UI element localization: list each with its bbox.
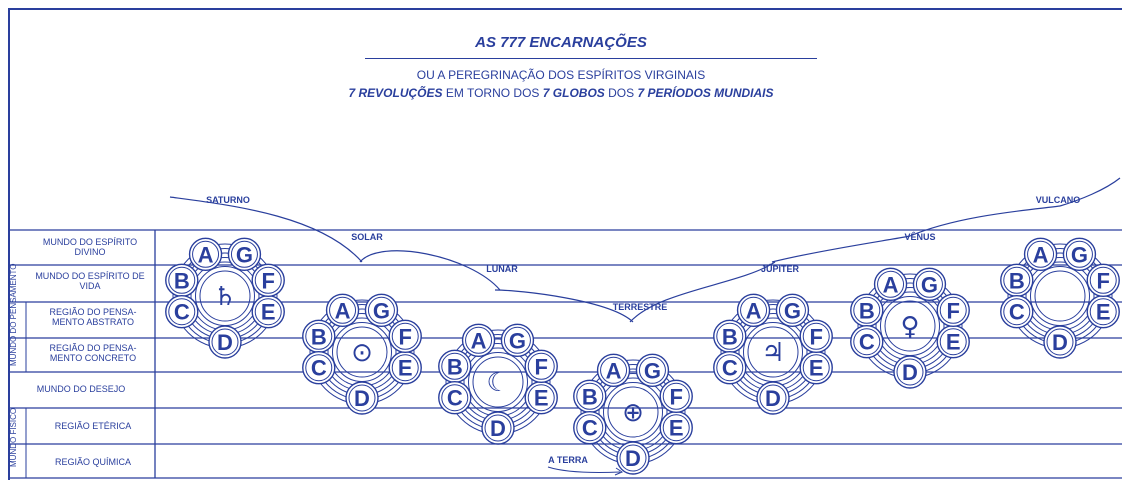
- earth-arrow: [548, 467, 620, 472]
- globe-letter-a: A: [335, 298, 351, 323]
- row-label-espirito-vida: MUNDO DO ESPÍRITO DE VIDA: [30, 271, 150, 291]
- globe-letter-b: B: [447, 354, 463, 379]
- period-label: VULCANO: [1036, 195, 1081, 205]
- group-label-pensamento: MUNDO DO PENSAMENTO: [10, 306, 18, 366]
- globe-letter-f: F: [398, 324, 411, 349]
- globe-letter-a: A: [606, 358, 622, 383]
- globe-letter-f: F: [809, 324, 822, 349]
- globe-letter-g: G: [1071, 242, 1088, 267]
- globe-letter-e: E: [669, 416, 684, 441]
- globe-letter-b: B: [311, 324, 327, 349]
- globe-letter-e: E: [398, 356, 413, 381]
- row-label-espirito-divino: MUNDO DO ESPÍRITO DIVINO: [30, 237, 150, 257]
- globe-letter-a: A: [1033, 242, 1049, 267]
- globe-letter-f: F: [534, 354, 547, 379]
- globe-letter-e: E: [1096, 300, 1111, 325]
- planet-symbol: ☾: [486, 368, 509, 398]
- globe-letter-c: C: [722, 356, 738, 381]
- planet-symbol: ⊕: [622, 398, 644, 428]
- globe-letter-c: C: [174, 300, 190, 325]
- globe-letter-g: G: [236, 242, 253, 267]
- planet-symbol: ♄: [213, 282, 236, 312]
- globe-letter-d: D: [217, 330, 233, 355]
- period-label: JÚPITER: [761, 263, 800, 274]
- globe-letter-b: B: [582, 384, 598, 409]
- globe-letter-g: G: [921, 272, 938, 297]
- globe-letter-d: D: [490, 416, 506, 441]
- globe-letter-d: D: [902, 360, 918, 385]
- globe-letter-e: E: [261, 300, 276, 325]
- globe-letter-f: F: [669, 384, 682, 409]
- period-connector: [360, 251, 500, 290]
- globe-letter-a: A: [198, 242, 214, 267]
- globe-letter-g: G: [784, 298, 801, 323]
- globe-letter-d: D: [765, 386, 781, 411]
- globe-letter-b: B: [1009, 268, 1025, 293]
- globe-letter-a: A: [471, 328, 487, 353]
- planet-symbol: ♃: [761, 338, 784, 368]
- globe-letter-e: E: [534, 386, 549, 411]
- globe-letter-f: F: [261, 268, 274, 293]
- globe-letter-e: E: [946, 330, 961, 355]
- row-label-eterica: REGIÃO ETÉRICA: [36, 421, 150, 431]
- globe-letter-b: B: [722, 324, 738, 349]
- globe-letter-c: C: [582, 416, 598, 441]
- globe-letter-d: D: [625, 446, 641, 471]
- globe-letter-g: G: [644, 358, 661, 383]
- period-connector: [772, 236, 910, 262]
- row-label-pensamento-abstrato: REGIÃO DO PENSA- MENTO ABSTRATO: [36, 307, 150, 327]
- globe-letter-d: D: [354, 386, 370, 411]
- globe-letter-f: F: [946, 298, 959, 323]
- globe-letter-c: C: [859, 330, 875, 355]
- row-label-pensamento-concreto: REGIÃO DO PENSA- MENTO CONCRETO: [36, 343, 150, 363]
- planet-symbol: ♀: [900, 312, 919, 342]
- planet-symbol: ⊙: [351, 338, 373, 368]
- globe-letter-c: C: [1009, 300, 1025, 325]
- row-label-desejo: MUNDO DO DESEJO: [10, 384, 152, 394]
- group-label-fisico: MUNDO FÍSICO: [10, 417, 18, 467]
- revolution-ring: [1026, 262, 1094, 330]
- revolution-ring: [1031, 267, 1090, 326]
- earth-label: A TERRA: [548, 455, 588, 465]
- globe-letter-g: G: [509, 328, 526, 353]
- globe-letter-a: A: [883, 272, 899, 297]
- globe-letter-g: G: [373, 298, 390, 323]
- globe-letter-c: C: [311, 356, 327, 381]
- globe-letter-b: B: [859, 298, 875, 323]
- period-label: LUNAR: [486, 264, 518, 274]
- globe-letter-a: A: [746, 298, 762, 323]
- globe-letter-c: C: [447, 386, 463, 411]
- period-label: SOLAR: [351, 232, 383, 242]
- globe-letter-b: B: [174, 268, 190, 293]
- revolution-ring: [1035, 271, 1085, 321]
- globe-letter-f: F: [1096, 268, 1109, 293]
- row-label-quimica: REGIÃO QUÍMICA: [36, 457, 150, 467]
- globe-letter-d: D: [1052, 330, 1068, 355]
- globe-letter-e: E: [809, 356, 824, 381]
